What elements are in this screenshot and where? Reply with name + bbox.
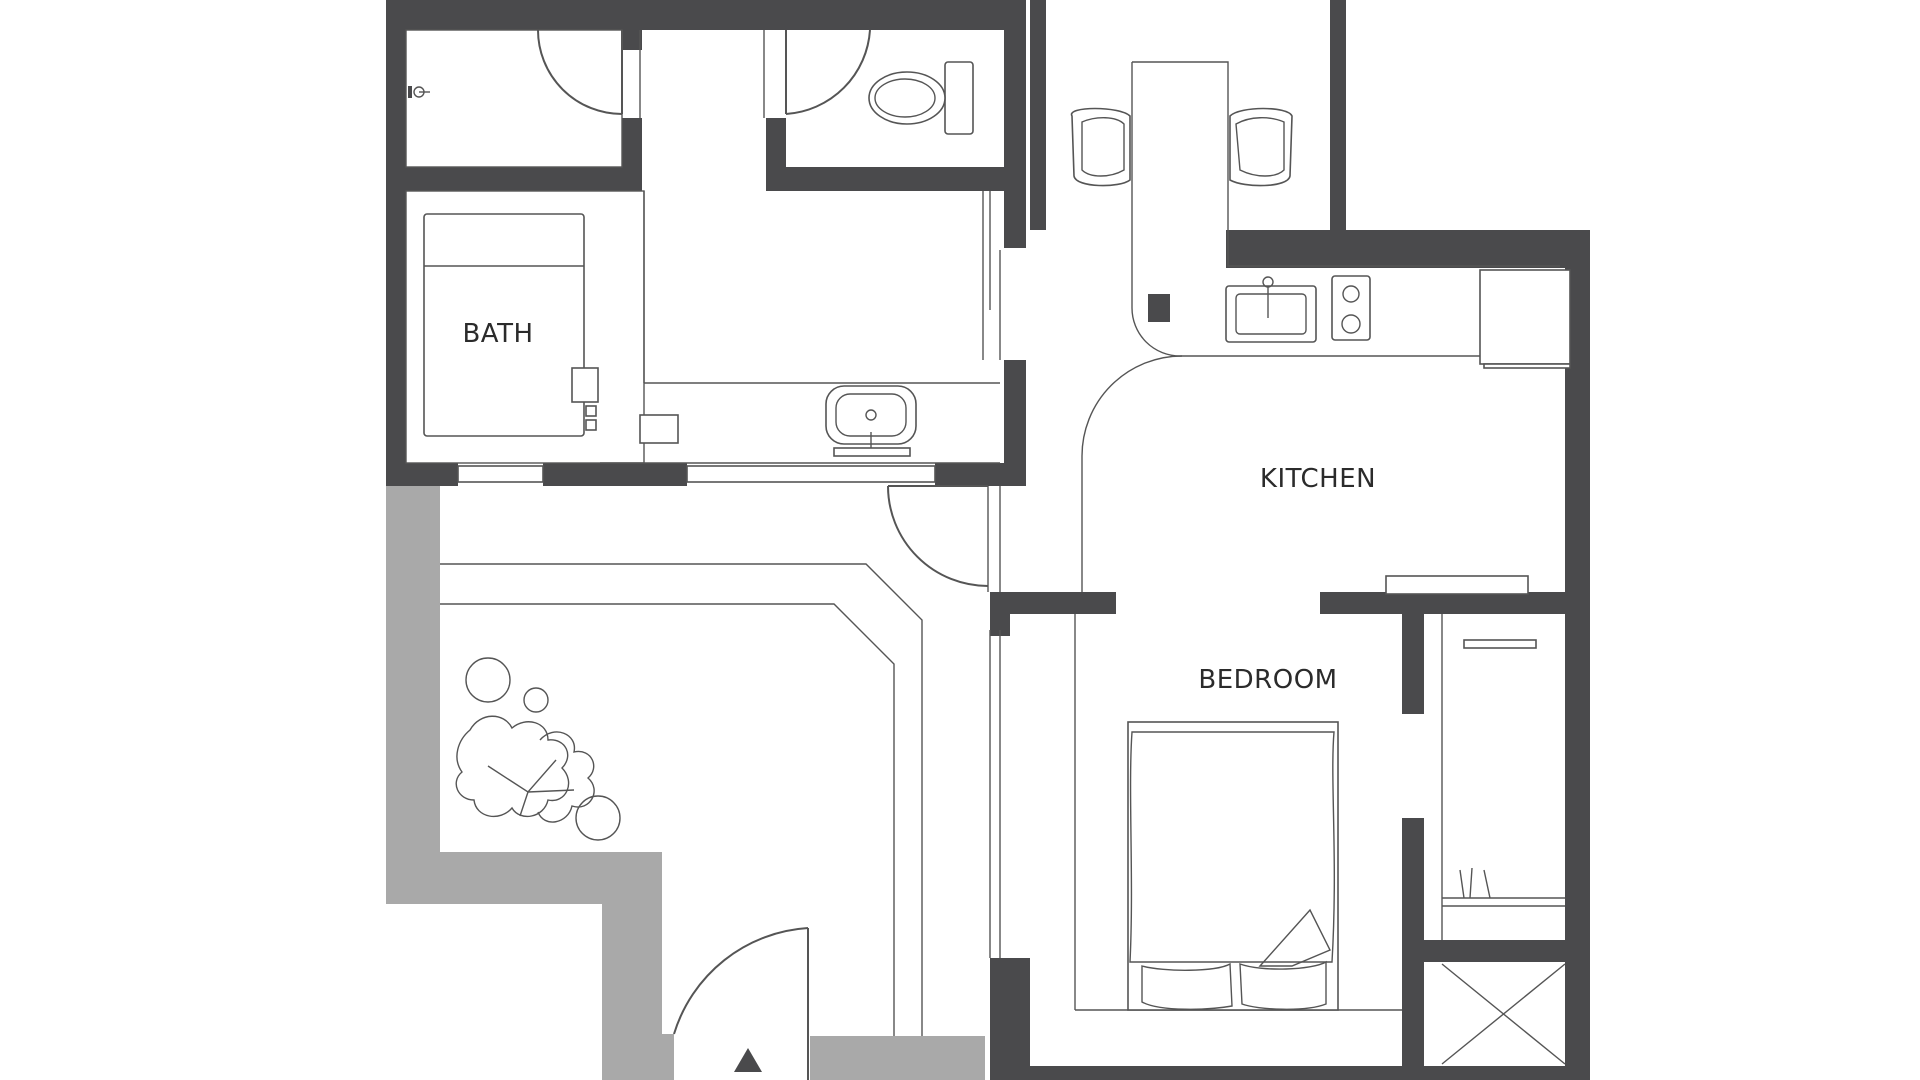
kitchen-label: KITCHEN [1260, 464, 1376, 494]
bath: BATH [405, 190, 1001, 483]
bedroom-label: BEDROOM [1198, 665, 1337, 695]
stove-icon [1331, 275, 1371, 341]
bath-label: BATH [462, 319, 533, 349]
closet [405, 29, 641, 168]
kitchen: KITCHEN [1071, 61, 1571, 595]
exterior-wall [386, 486, 985, 1080]
chair-icon [1071, 107, 1131, 187]
chair-icon [1229, 107, 1293, 187]
tap-icon [408, 86, 430, 98]
interior-walls [386, 0, 1590, 1080]
sink-icon [1225, 276, 1317, 343]
living [440, 563, 1001, 1036]
bedroom: BEDROOM [1074, 614, 1566, 1065]
bed-icon [1127, 721, 1339, 1011]
toilet-icon [868, 61, 974, 135]
toilet-room [763, 29, 974, 135]
plant-icon [455, 657, 621, 841]
entrance-arrow-icon [734, 1048, 762, 1072]
hall-door [887, 485, 1001, 592]
entrance [673, 927, 809, 1080]
sink-icon [825, 385, 917, 457]
